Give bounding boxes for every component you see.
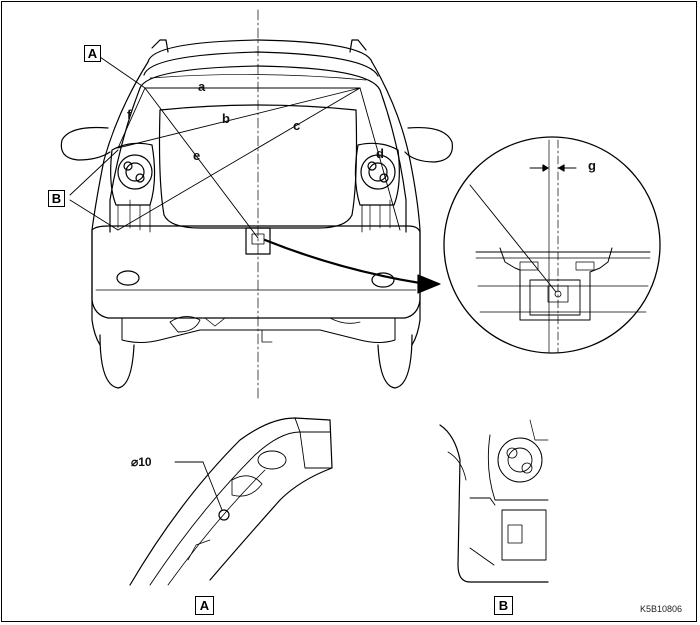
zoom-striker-bracket — [499, 247, 613, 321]
dimension-f — [117, 87, 146, 149]
figure-code: K5B10806 — [640, 604, 683, 614]
label-d: d — [376, 146, 384, 161]
dimension-d — [359, 87, 401, 231]
dimension-b — [117, 87, 361, 149]
zoom-detail-circle — [443, 136, 661, 354]
right-reflector — [371, 272, 395, 288]
hole-10mm — [218, 509, 230, 521]
rear-bumper — [91, 225, 421, 319]
left-taillamp — [110, 142, 156, 206]
label-b: b — [222, 111, 230, 126]
label-c: c — [293, 118, 301, 133]
detail-callout-a: A — [195, 596, 214, 615]
right-tyre — [377, 334, 413, 389]
detail-callout-b: B — [494, 596, 513, 615]
body-left-side — [91, 61, 149, 346]
label-a: a — [198, 79, 206, 94]
callout-box-b: B — [48, 190, 65, 207]
right-mirror — [404, 126, 453, 163]
label-g: g — [588, 158, 596, 173]
dimension-c — [117, 87, 361, 231]
zoom-arrow — [263, 238, 422, 285]
label-e: e — [193, 148, 201, 163]
detail-b-drawing — [439, 419, 549, 583]
body-right-side — [371, 61, 421, 346]
roof-outline — [147, 39, 373, 63]
left-mirror — [60, 126, 111, 161]
dimension-e — [144, 87, 259, 239]
callout-box-a: A — [84, 45, 101, 62]
detail-a-drawing — [129, 417, 333, 586]
luggage-opening — [158, 104, 358, 229]
left-reflector — [116, 270, 140, 286]
hole-diameter-label: ⌀10 — [131, 455, 152, 469]
left-tyre — [99, 334, 135, 389]
underbody — [121, 317, 396, 343]
label-f: f — [127, 107, 132, 122]
